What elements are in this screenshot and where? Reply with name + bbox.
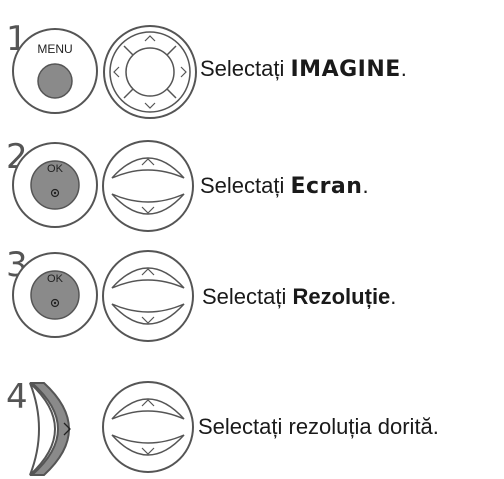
step-2: 2 OK Selectați Ecran.	[0, 120, 504, 232]
step-3-text: Selectați Rezoluție.	[202, 284, 397, 309]
right-arrow-button[interactable]	[14, 379, 104, 479]
step-4-text: Selectați rezoluția dorită.	[198, 414, 439, 439]
nav-pad-4way-icon[interactable]	[100, 22, 200, 122]
step-number: 4	[6, 377, 28, 417]
step-3: 3 OK Selectați Rezoluție.	[0, 230, 504, 345]
step-4: 4 Selectați rezoluția dorită.	[0, 345, 504, 476]
ok-button-label: OK	[47, 163, 63, 175]
step-1: 1 MENU Selectați IMAGINE.	[0, 0, 504, 120]
up-down-pad-icon[interactable]	[100, 379, 196, 475]
ok-button[interactable]	[10, 140, 100, 230]
ok-button-label: OK	[47, 273, 63, 285]
up-down-pad-icon[interactable]	[100, 138, 196, 234]
up-down-pad-icon[interactable]	[100, 248, 196, 344]
menu-button[interactable]	[10, 26, 100, 116]
step-2-text: Selectați Ecran.	[200, 173, 369, 199]
menu-button-label: MENU	[37, 42, 73, 56]
ok-button[interactable]	[10, 250, 100, 340]
step-1-text: Selectați IMAGINE.	[200, 56, 407, 82]
